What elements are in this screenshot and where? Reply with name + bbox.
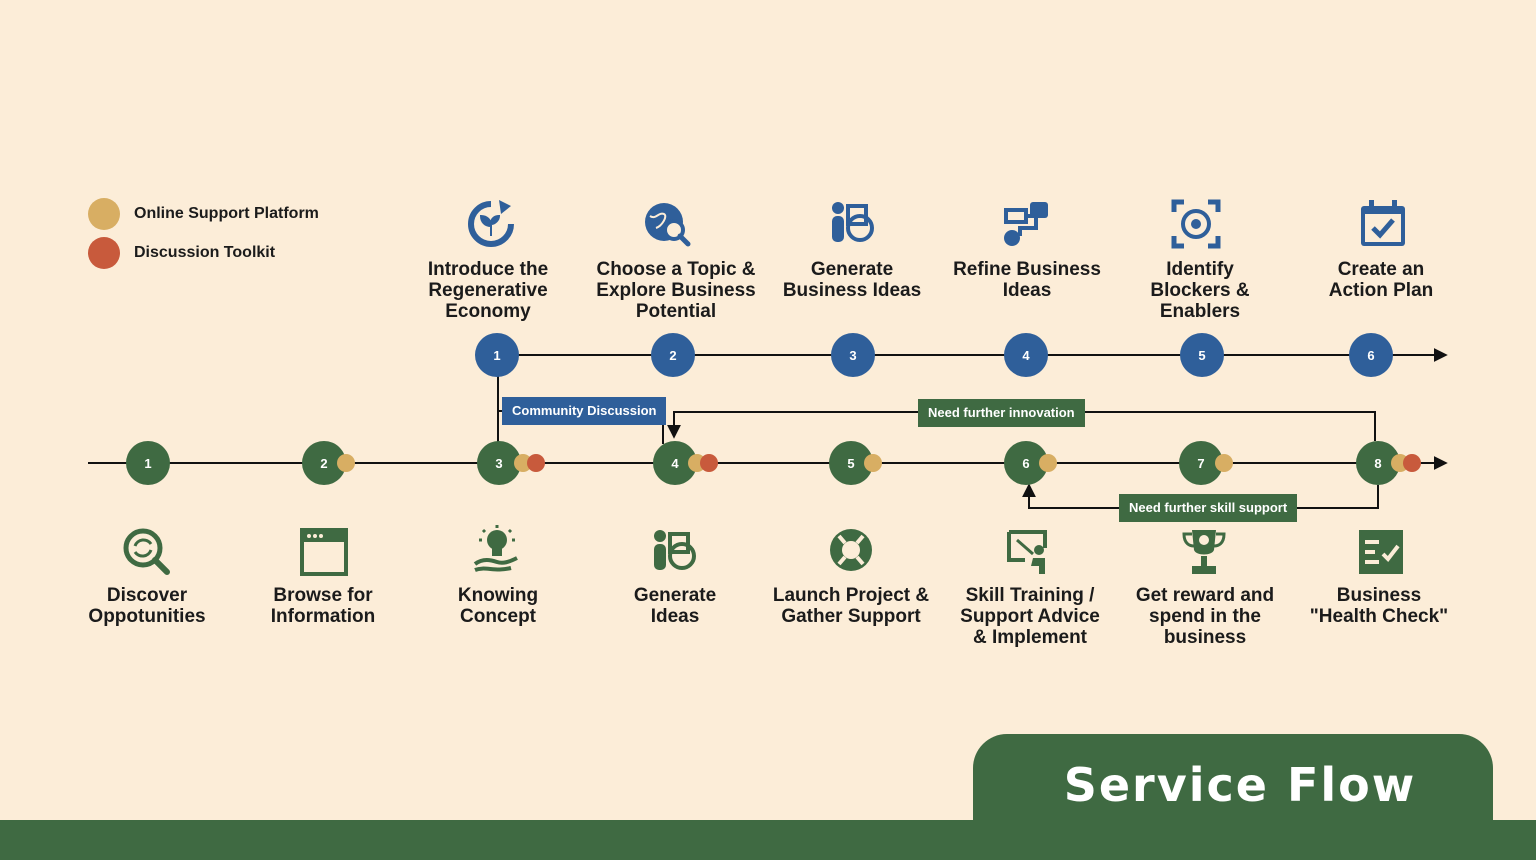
online-support-platform-marker bbox=[337, 454, 355, 472]
top-step-node: 6 bbox=[1349, 333, 1393, 377]
top-step-label: Identify Blockers & Enablers bbox=[1150, 259, 1250, 322]
shapes-brainstorm-icon bbox=[832, 202, 874, 242]
legend-online-support-platform: Online Support Platform bbox=[88, 198, 319, 230]
top-step-label: Create an Action Plan bbox=[1328, 259, 1434, 301]
page-title: Service Flow bbox=[1063, 758, 1417, 812]
regenerative-growth-icon bbox=[468, 200, 514, 247]
need-further-innovation-tag: Need further innovation bbox=[918, 399, 1085, 427]
focus-target-icon bbox=[1171, 199, 1221, 249]
community-discussion-tag: Community Discussion bbox=[502, 397, 667, 425]
discussion-toolkit-marker bbox=[527, 454, 545, 472]
bottom-step-label: Knowing Concept bbox=[457, 585, 539, 627]
discussion-toolkit-marker bbox=[700, 454, 718, 472]
bottom-step-node: 1 bbox=[126, 441, 170, 485]
top-step-node: 5 bbox=[1180, 333, 1224, 377]
top-step-node: 2 bbox=[651, 333, 695, 377]
lightbulb-hand-icon bbox=[473, 525, 518, 572]
bottom-step-label: Generate Ideas bbox=[633, 585, 717, 627]
trophy-icon bbox=[1182, 530, 1226, 574]
online-support-platform-marker bbox=[864, 454, 882, 472]
online-support-platform-swatch bbox=[88, 198, 120, 230]
process-flow-icon bbox=[1004, 202, 1048, 246]
presentation-training-icon bbox=[1007, 530, 1047, 574]
shapes-brainstorm-icon bbox=[654, 530, 696, 570]
top-step-label: Introduce the Regenerative Economy bbox=[427, 259, 549, 322]
bottom-step-label: Launch Project & Gather Support bbox=[772, 585, 930, 627]
top-step-node: 3 bbox=[831, 333, 875, 377]
top-step-label: Generate Business Ideas bbox=[782, 259, 922, 301]
lifebuoy-icon bbox=[830, 529, 872, 571]
legend-discussion-toolkit: Discussion Toolkit bbox=[88, 237, 275, 269]
top-step-node: 4 bbox=[1004, 333, 1048, 377]
title-tab bbox=[973, 734, 1493, 860]
need-further-skill-support-tag: Need further skill support bbox=[1119, 494, 1298, 522]
top-step-label: Choose a Topic & Explore Business Potent… bbox=[596, 259, 756, 322]
bottom-step-label: Discover Oppotunities bbox=[88, 585, 206, 627]
bottom-step-label: Get reward and spend in the business bbox=[1135, 585, 1275, 648]
bottom-step-node: 5 bbox=[829, 441, 873, 485]
browser-window-icon bbox=[300, 528, 348, 576]
top-step-node: 1 bbox=[475, 333, 519, 377]
bottom-step-label: Skill Training / Support Advice & Implem… bbox=[960, 585, 1100, 648]
bottom-step-label: Browse for Information bbox=[270, 585, 376, 627]
legend-label: Discussion Toolkit bbox=[134, 244, 276, 261]
bottom-step-node: 3 bbox=[477, 441, 521, 485]
bottom-step-label: Business "Health Check" bbox=[1309, 585, 1449, 627]
top-step-label: Refine Business Ideas bbox=[953, 259, 1101, 301]
online-support-platform-marker bbox=[1039, 454, 1057, 472]
checklist-icon bbox=[1359, 530, 1403, 574]
legend-label: Online Support Platform bbox=[134, 205, 319, 222]
calendar-check-icon bbox=[1361, 200, 1405, 246]
discussion-toolkit-marker bbox=[1403, 454, 1421, 472]
discussion-toolkit-swatch bbox=[88, 237, 120, 269]
online-support-platform-marker bbox=[1215, 454, 1233, 472]
globe-search-icon bbox=[645, 203, 691, 247]
search-refresh-icon bbox=[123, 528, 170, 575]
